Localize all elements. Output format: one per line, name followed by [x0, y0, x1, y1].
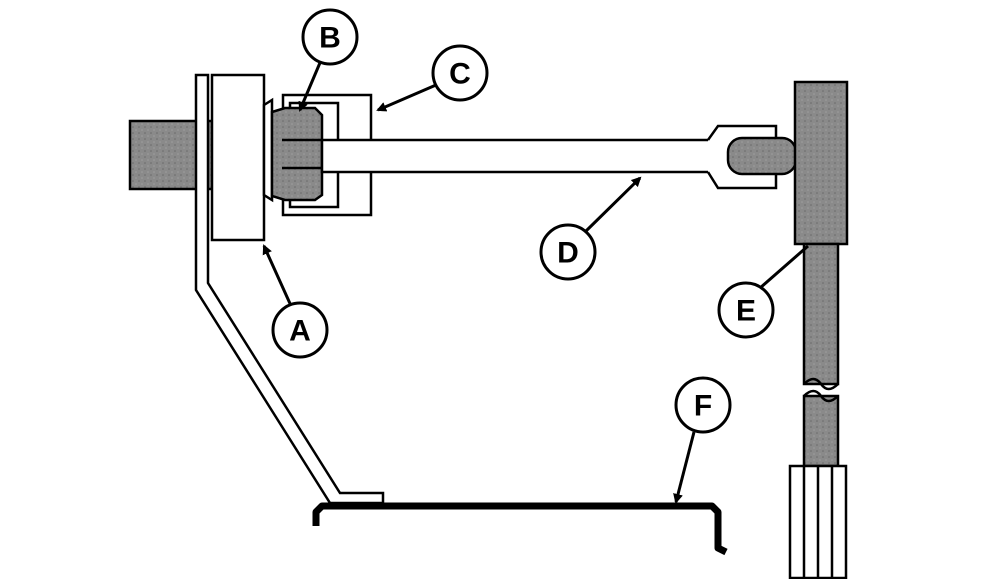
callout-c-label: C [449, 58, 471, 91]
callout-e-label: E [736, 295, 756, 328]
part-b-nut [270, 106, 324, 202]
part-e-post-shaft [802, 242, 840, 386]
callout-d-label: D [557, 237, 579, 270]
callout-d-leader [583, 176, 642, 234]
callout-e-circle [717, 281, 775, 339]
callout-c-leader [376, 83, 437, 112]
break-mark [803, 389, 839, 403]
callout-b-label: B [319, 22, 341, 55]
callout-f-label: F [694, 390, 712, 423]
callout-a-circle [271, 301, 329, 359]
rod-pin [726, 136, 798, 176]
callout-f-circle [674, 376, 732, 434]
break-mark [803, 377, 839, 391]
callout-a-leader [262, 244, 294, 309]
callout-b-leader [298, 57, 324, 112]
part-f-plate [312, 502, 728, 556]
mounting-bracket [194, 73, 385, 505]
callout-c-circle [431, 44, 489, 102]
part-e-post-top [793, 80, 849, 246]
part-d-rod [320, 138, 712, 174]
callout-f-leader [673, 431, 696, 504]
callout-e-leader [759, 244, 809, 290]
callout-a-label: A [289, 315, 311, 348]
callout-b-circle [301, 8, 359, 66]
part-a-block [210, 73, 266, 242]
callout-d-circle [539, 223, 597, 281]
washer [262, 97, 274, 203]
part-e-post-lower [802, 394, 840, 468]
